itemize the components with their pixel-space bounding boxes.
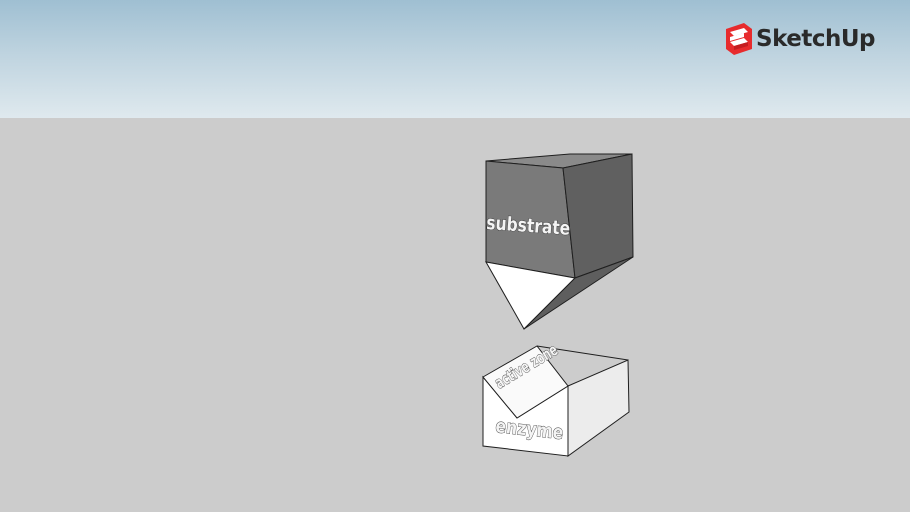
enzyme-rear-edge	[536, 345, 629, 361]
sky-background	[0, 0, 910, 118]
enzyme-active-site-face	[482, 345, 569, 419]
ground-plane	[0, 118, 910, 512]
substrate-model[interactable]: substrate	[485, 153, 634, 330]
sketchup-brand: SketchUp	[724, 22, 876, 56]
substrate-point-side	[523, 256, 634, 330]
enzyme-back-wall	[567, 359, 630, 457]
enzyme-model[interactable]: active zone enzyme	[482, 340, 630, 457]
brand-name: SketchUp	[756, 26, 876, 52]
sketchup-logo-icon	[726, 23, 752, 55]
substrate-side-face	[562, 153, 634, 279]
